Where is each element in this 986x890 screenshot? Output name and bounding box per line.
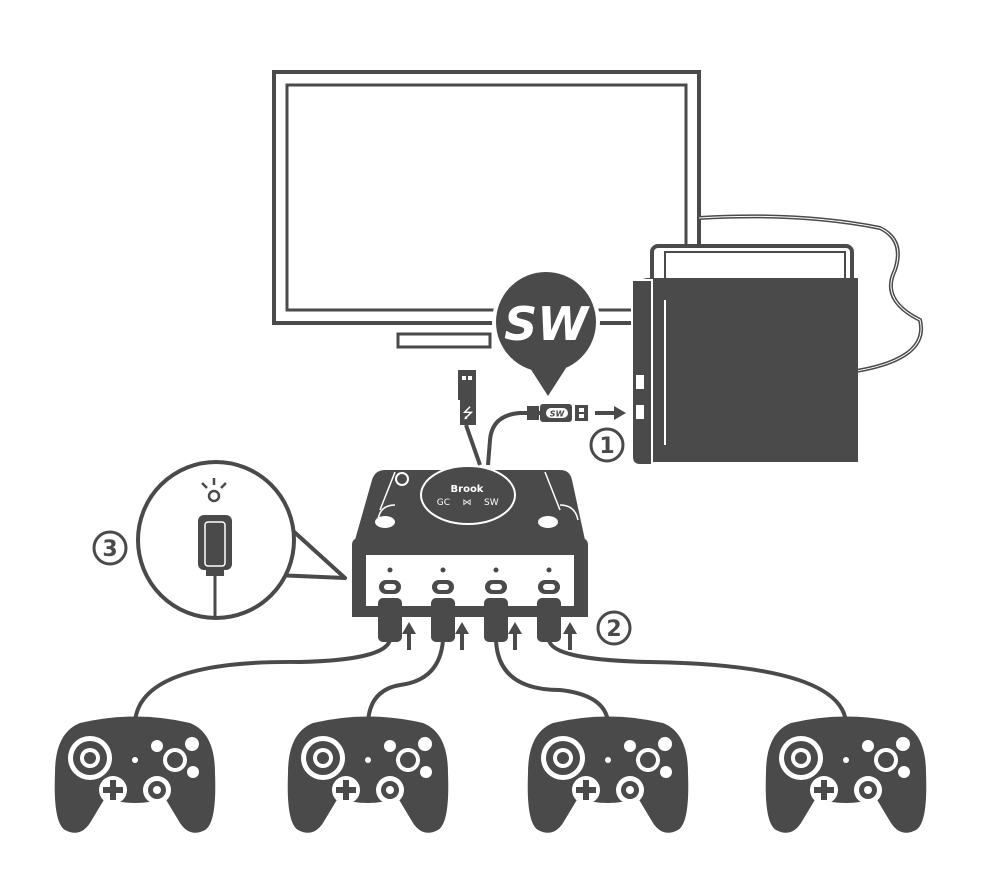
- svg-text:SW: SW: [484, 498, 499, 508]
- step-2-badge: 2: [596, 610, 632, 646]
- step-3-badge: 3: [92, 530, 128, 566]
- arrow-up-icon: [563, 622, 577, 650]
- sw-logo: SW: [504, 297, 590, 351]
- svg-text:⋈: ⋈: [463, 498, 472, 508]
- sw-usb-cable: SW: [486, 404, 626, 466]
- svg-text:2: 2: [606, 617, 621, 642]
- usb-plug: ⭍: [458, 370, 482, 466]
- svg-text:1: 1: [599, 434, 614, 459]
- insert-arrows: [402, 622, 577, 650]
- svg-text:3: 3: [102, 537, 117, 562]
- led-icon: [207, 489, 221, 503]
- svg-text:⭍: ⭍: [462, 406, 474, 422]
- gamecube-controller-4: [765, 716, 927, 833]
- gamecube-controller-2: [287, 716, 449, 833]
- arrow-up-icon: [455, 622, 469, 650]
- arrow-up-icon: [508, 622, 522, 650]
- tv: [272, 70, 924, 374]
- step-1-badge: 1: [589, 427, 625, 463]
- sw-callout-bubble: SW: [492, 268, 600, 396]
- arrow-up-icon: [402, 622, 416, 650]
- svg-text:GC: GC: [437, 498, 450, 508]
- controller-plugs: [378, 598, 561, 642]
- brand-label: Brook: [451, 484, 484, 495]
- gamecube-controller-1: [54, 716, 216, 833]
- controller-cables: [133, 639, 848, 723]
- switch-dock: [631, 244, 858, 466]
- gamecube-controller-3: [527, 716, 689, 833]
- led-callout-bubble: [136, 460, 347, 620]
- connector-label: SW: [550, 410, 566, 419]
- gc-adapter: Brook GC ⋈ SW: [352, 465, 588, 617]
